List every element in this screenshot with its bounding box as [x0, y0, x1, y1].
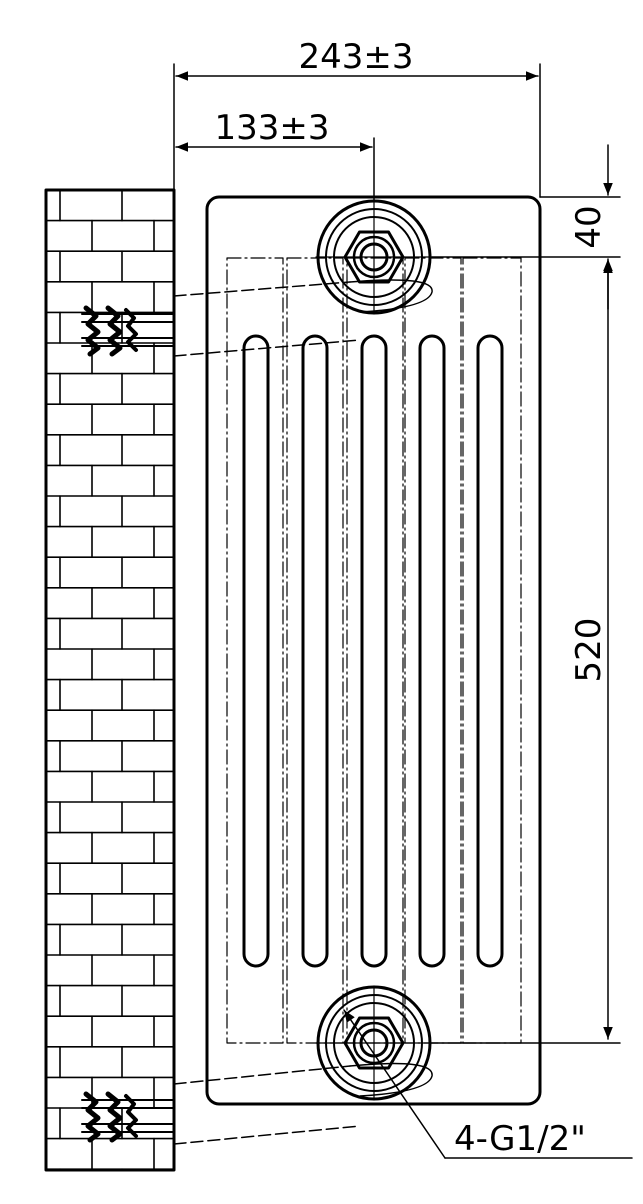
dimension-top-offset: 40 [431, 144, 621, 310]
radiator-tube-slot [301, 334, 329, 968]
dimension-label-pipe-centers: 520 [569, 618, 609, 683]
anchor-bolts-top [81, 305, 175, 357]
radiator-tubes [242, 334, 504, 968]
brick-wall [44, 188, 176, 1172]
wall-bracket-top [81, 279, 433, 357]
dimension-pipe-centers: 520 [431, 260, 621, 1044]
radiator-tube-slot [242, 334, 270, 968]
radiator-tube-slot [418, 334, 446, 968]
radiator-tube-slot [476, 334, 504, 968]
anchor-bolts-bottom [81, 1091, 175, 1143]
radiator-body [205, 195, 542, 1106]
center-lines [315, 199, 433, 1101]
dimension-label-top-offset: 40 [569, 205, 609, 248]
wall-bracket-bottom [81, 1062, 433, 1145]
connection-callout: 4-G1/2" [343, 1009, 633, 1159]
dimension-label-wall-to-pipe: 133±3 [214, 108, 329, 148]
dimension-wall-to-pipe: 133±3 [175, 108, 375, 201]
dimension-label-total-depth: 243±3 [298, 37, 413, 77]
dimension-total-depth: 243±3 [173, 37, 541, 198]
radiator-tube-slot [360, 334, 388, 968]
connection-spec-label: 4-G1/2" [454, 1119, 586, 1159]
